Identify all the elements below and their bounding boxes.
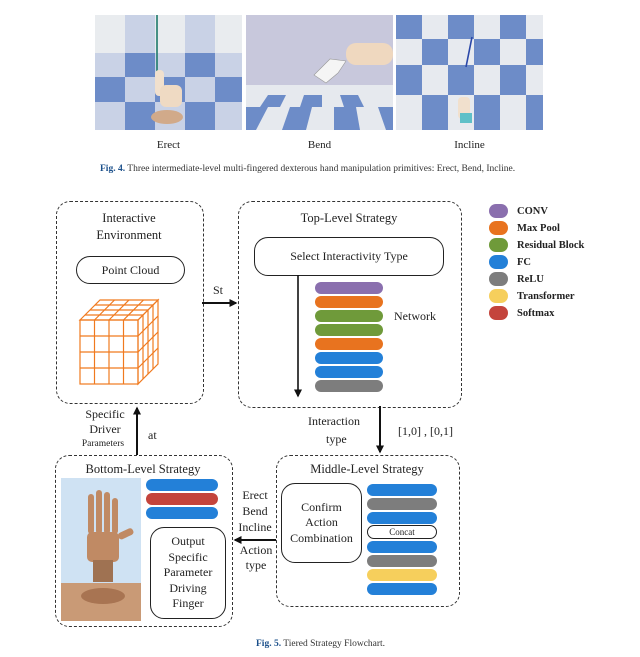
middle-level-strategy-box [276, 455, 460, 607]
interaction-type-line1: Interaction [308, 414, 360, 428]
legend-residual-label: Residual Block [517, 239, 585, 251]
top-bar-maxpool [315, 296, 383, 308]
legend-softmax-swatch [489, 306, 508, 320]
action-incline: Incline [238, 520, 272, 534]
legend-fc-label: FC [517, 256, 531, 268]
driver-line1: Specific [85, 407, 125, 421]
legend-transformer-label: Transformer [517, 290, 575, 302]
erect-label: Erect [156, 139, 181, 151]
mid-bar-relu-2 [367, 555, 437, 567]
mid-bar-fc-3 [367, 541, 437, 553]
concat-label: Concat [389, 527, 415, 537]
legend-softmax: Softmax [489, 305, 554, 321]
incline-image [396, 15, 543, 130]
confirm-line2: Action [305, 515, 338, 530]
fig4-caption-prefix: Fig. 4. [100, 164, 126, 174]
action-erect: Erect [242, 488, 268, 502]
output-line4: Driving [169, 580, 207, 595]
mid-bar-fc-2 [367, 512, 437, 524]
network-label: Network [394, 309, 436, 323]
at-label: at [148, 428, 157, 442]
incline-label: Incline [454, 139, 485, 151]
point-cloud-label: Point Cloud [101, 262, 160, 277]
top-bar-maxpool-2 [315, 338, 383, 350]
legend-maxpool-swatch [489, 221, 508, 235]
bottom-bar-fc-2 [146, 507, 218, 519]
action-bend: Bend [242, 504, 268, 518]
action-type-line2: type [245, 558, 267, 572]
bottom-level-title: Bottom-Level Strategy [85, 462, 201, 476]
legend-conv: CONV [489, 203, 548, 219]
mid-bar-relu-1 [367, 498, 437, 510]
interactive-title-line2: Environment [96, 228, 162, 242]
legend-conv-label: CONV [517, 205, 548, 217]
output-line3: Parameter [163, 565, 213, 580]
bottom-bar-fc-1 [146, 479, 218, 491]
fig5-caption: Fig. 5. Tiered Strategy Flowchart. [256, 639, 385, 649]
legend-relu-label: ReLU [517, 273, 544, 285]
mid-bar-fc-4 [367, 583, 437, 595]
legend-residual: Residual Block [489, 237, 584, 253]
top-level-title: Top-Level Strategy [300, 211, 398, 225]
legend-fc: FC [489, 254, 531, 270]
select-interactivity-label: Select Interactivity Type [290, 249, 408, 263]
mid-bar-transformer [367, 569, 437, 581]
point-cloud-box: Point Cloud [76, 256, 185, 284]
top-bar-residual-1 [315, 310, 383, 322]
confirm-line1: Confirm [301, 499, 342, 514]
driver-line2: Driver [89, 422, 121, 436]
legend-residual-swatch [489, 238, 508, 252]
action-type-line1: Action [239, 543, 273, 557]
legend-fc-swatch [489, 255, 508, 269]
legend-softmax-label: Softmax [517, 307, 555, 319]
point-cloud-cube-icon [78, 298, 160, 386]
mid-bar-fc-1 [367, 484, 437, 496]
outputs-label: [1,0] , [0,1] [398, 424, 453, 438]
confirm-line3: Combination [290, 530, 353, 545]
output-line2: Specific [168, 549, 208, 564]
top-bar-conv [315, 282, 383, 294]
top-bar-relu [315, 380, 383, 392]
fig4-caption-text: Three intermediate-level multi-fingered … [127, 164, 516, 174]
st-label: St [213, 283, 224, 297]
legend-relu-swatch [489, 272, 508, 286]
top-bar-residual-2 [315, 324, 383, 336]
fig5-caption-text: Tiered Strategy Flowchart. [283, 639, 386, 649]
fig4-caption: Fig. 4. Three intermediate-level multi-f… [100, 164, 515, 174]
bottom-level-strategy-box [55, 455, 233, 627]
top-bar-fc-2 [315, 366, 383, 378]
interactive-title-line1: Interactive [102, 211, 156, 225]
top-level-strategy-box [238, 201, 462, 408]
legend-transformer: Transformer [489, 288, 575, 304]
bottom-bar-softmax [146, 493, 218, 505]
legend-conv-swatch [489, 204, 508, 218]
bend-label: Bend [307, 139, 332, 151]
concat-box: Concat [367, 525, 437, 539]
driver-line3: Parameters [81, 439, 125, 449]
bend-image [246, 15, 393, 130]
select-interactivity-box: Select Interactivity Type [254, 237, 444, 276]
output-line1: Output [171, 534, 205, 549]
middle-level-title: Middle-Level Strategy [310, 462, 424, 476]
confirm-action-box: Confirm Action Combination [281, 483, 362, 563]
robot-hand-image [61, 478, 141, 621]
top-bar-fc-1 [315, 352, 383, 364]
fig5-caption-prefix: Fig. 5. [256, 639, 282, 649]
legend-relu: ReLU [489, 271, 544, 287]
interaction-type-line2: type [326, 432, 347, 446]
legend-maxpool-label: Max Pool [517, 222, 560, 234]
legend-transformer-swatch [489, 289, 508, 303]
output-parameter-box: Output Specific Parameter Driving Finger [150, 527, 226, 619]
legend-maxpool: Max Pool [489, 220, 560, 236]
output-line5: Finger [172, 596, 204, 611]
erect-image [95, 15, 242, 130]
